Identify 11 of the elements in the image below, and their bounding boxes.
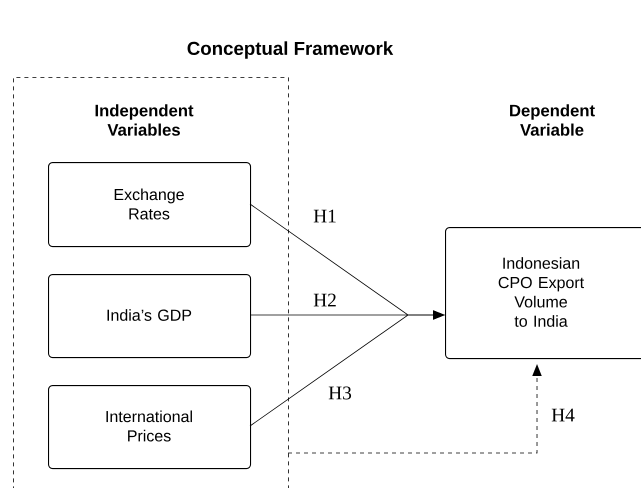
- variable-box: India’s GDP: [48, 274, 252, 358]
- variable-box: Indonesian CPO Export Volume to India: [445, 227, 641, 360]
- edge-label: H4: [550, 407, 576, 423]
- group-heading: Independent Variables: [96, 104, 194, 136]
- variable-box: International Prices: [48, 385, 252, 470]
- edge-label: H3: [326, 385, 354, 401]
- title: Conceptual Framework: [188, 41, 394, 59]
- variable-box: Exchange Rates: [48, 162, 252, 248]
- column-heading: Dependent Variable: [510, 104, 595, 136]
- edge-label: H1: [312, 208, 338, 224]
- edge-label: H2: [312, 292, 338, 308]
